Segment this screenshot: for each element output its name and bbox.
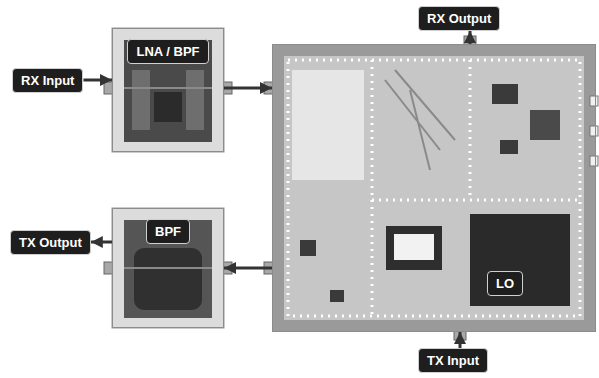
label-text: LNA / BPF [127, 39, 208, 64]
port-label: TX Output [10, 230, 91, 255]
label-text: RX Input [21, 73, 74, 88]
label-text: TX Input [427, 353, 479, 368]
label-text: BPF [146, 219, 190, 244]
signal-arrow [224, 87, 272, 90]
label-text: TX Output [19, 235, 82, 250]
signal-arrow [469, 31, 472, 44]
lna-module-picture [104, 28, 232, 152]
label-text: LO [496, 276, 514, 291]
signal-arrow [83, 79, 112, 82]
filter-module: LNA / BPF [112, 28, 224, 152]
transceiver-board: LO [272, 44, 596, 332]
bpf-module-picture [104, 208, 232, 328]
signal-arrow [224, 267, 272, 270]
block-label: LO [487, 271, 523, 296]
port-label: RX Output [418, 6, 500, 31]
main-board-picture [264, 36, 598, 340]
signal-arrow [91, 241, 112, 244]
filter-module: BPF [112, 208, 224, 328]
signal-arrow [459, 332, 462, 348]
port-label: TX Input [418, 348, 488, 373]
label-text: RX Output [427, 11, 491, 26]
port-label: RX Input [12, 68, 83, 93]
